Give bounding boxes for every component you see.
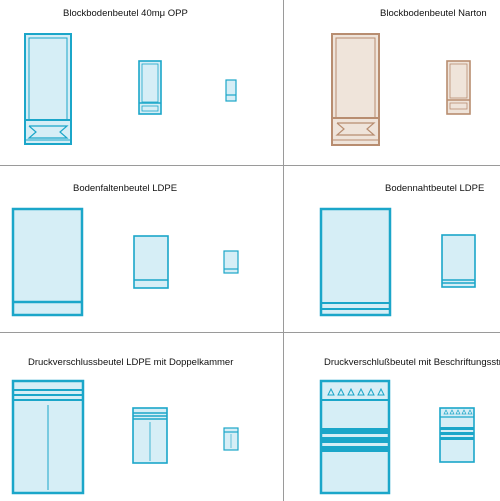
panel-bodennahtbeutel: Bodennahtbeutel LDPE <box>284 166 500 332</box>
label-strip-bag-medium <box>439 407 475 463</box>
bag-illustrations <box>331 33 471 146</box>
panel-bodenfaltenbeutel: Bodenfaltenbeutel LDPE <box>0 166 283 332</box>
bag-illustrations <box>11 207 239 317</box>
bottom-seam-bag-medium <box>441 234 476 288</box>
gusset-bag-small <box>223 250 239 274</box>
panel-title: Bodennahtbeutel LDPE <box>385 183 485 194</box>
bag-illustrations <box>319 379 475 495</box>
double-chamber-bag-large <box>11 379 85 495</box>
panel-blockbodenbeutel-narton: Blockbodenbeutel Narton <box>284 0 500 165</box>
bag-illustrations <box>319 207 476 317</box>
bottom-seam-bag-large <box>319 207 392 317</box>
panel-title: Bodenfaltenbeutel LDPE <box>73 183 178 194</box>
divider-row-2 <box>0 332 500 333</box>
block-bottom-bag-large <box>24 33 72 145</box>
recycle-icon-row-small <box>443 409 473 415</box>
recycle-icon-row <box>327 387 385 396</box>
block-bottom-bag-medium <box>138 60 162 115</box>
panel-title: Blockbodenbeutel 40mμ OPP <box>63 8 188 19</box>
gusset-bag-large <box>11 207 84 317</box>
panel-title: Druckverschlußbeutel mit Beschriftungsst… <box>324 357 500 368</box>
panel-title: Druckverschlussbeutel LDPE mit Doppelkam… <box>28 357 234 368</box>
double-chamber-bag-small <box>223 427 239 451</box>
divider-column <box>283 0 284 501</box>
bag-illustrations <box>11 379 239 495</box>
gusset-bag-medium <box>133 235 169 289</box>
paper-bag-medium <box>446 60 471 115</box>
panel-druckverschlussbeutel-beschriftung: Druckverschlußbeutel mit Beschriftungsst… <box>284 333 500 501</box>
divider-row-1 <box>0 165 500 166</box>
block-bottom-bag-small <box>225 79 237 102</box>
bag-illustrations <box>24 33 237 145</box>
panel-druckverschlussbeutel-doppelkammer: Druckverschlussbeutel LDPE mit Doppelkam… <box>0 333 283 501</box>
panel-blockbodenbeutel-opp: Blockbodenbeutel 40mμ OPP <box>0 0 283 165</box>
paper-bag-large <box>331 33 380 146</box>
double-chamber-bag-medium <box>132 407 168 464</box>
panel-title: Blockbodenbeutel Narton <box>380 8 487 19</box>
label-strip-bag-large <box>319 379 391 495</box>
